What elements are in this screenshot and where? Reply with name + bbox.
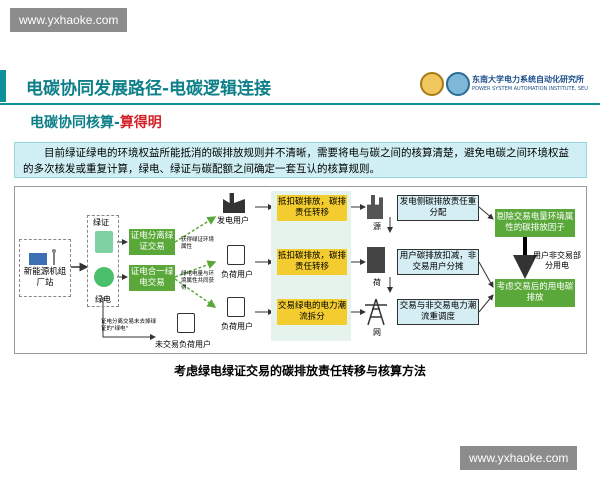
subtitle-part1: 电碳协同核算- [30,115,120,131]
box-deduct-2: 抵扣碳排放，碳排责任转移 [277,249,347,275]
lightning-icon [94,267,114,287]
note-unused: 证电分离交易未去掉绿证的"绿电" [101,319,157,332]
tag-load: 荷 [373,278,381,287]
intro-text: 目前绿证绿电的环境权益所能抵消的碳排放规则并不清晰，需要将电与碳之间的核算清楚，… [14,142,587,178]
university-seal-icon [420,72,444,96]
power-plant-icon [367,195,383,219]
unused-user-label: 未交易负荷用户 [155,340,211,349]
load-meter-icon [227,245,245,265]
tag-source: 源 [373,222,381,231]
box-emission-factor: 剔除交易电量环境属性的碳排放因子 [495,209,575,237]
box-user-deduct: 用户碳排放扣减，非交易用户分摊 [397,249,479,275]
header-divider [0,103,600,105]
note-nontrade: 用户非交易部分用电 [533,251,581,270]
flow-diagram: 新能源机组厂站 绿证 绿电 证电分离绿证交易 证电合一绿电交易 获得绿证环境属性… [14,186,587,354]
load-user-label: 负荷用户 [221,270,253,279]
diagram-caption: 考虑绿电绿证交易的碳排放责任转移与核算方法 [173,364,426,378]
box-gen-redistribute: 发电侧碳排放责任重分配 [397,195,479,221]
building-icon [367,247,385,273]
gen-user-label: 发电用户 [217,216,249,225]
transmission-tower-icon [365,299,387,325]
load-meter-icon-2 [227,297,245,317]
source-plant: 新能源机组厂站 [19,239,71,297]
institute-name: 东南大学电力系统自动化研究所 [472,75,584,84]
subtitle-part2: 算得明 [119,115,162,131]
green-cert-label: 绿证 [93,218,109,227]
cert-power-group [87,215,119,307]
section-subtitle: 电碳协同核算-算得明 [30,112,162,132]
box-cert-separate: 证电分离绿证交易 [129,229,175,255]
note-separate: 获得绿证环境属性 [181,237,215,250]
institute-logo-icon [446,72,470,96]
watermark-top: www.yxhaoke.com [10,8,128,32]
meter-icon [177,313,195,333]
green-power-label: 绿电 [95,295,111,304]
box-cert-combined: 证电合一绿电交易 [129,265,175,291]
watermark-bottom: www.yxhaoke.com [460,446,578,470]
institute-name-en: POWER SYSTEM AUTOMATION INSTITUTE, SEU [472,86,588,92]
box-post-trade-emission: 考虑交易后的用电碳排放 [495,279,575,307]
tag-grid: 网 [373,328,381,337]
box-flow-redispatch: 交易与非交易电力潮流重调度 [397,299,479,325]
box-deduct-1: 抵扣碳排放，碳排责任转移 [277,195,347,221]
box-flow-split: 交易绿电的电力潮流拆分 [277,299,347,325]
solar-wind-icon [29,249,56,265]
certificate-icon [95,231,113,253]
page-title: 电碳协同发展路径-电碳逻辑连接 [26,79,272,99]
source-label: 新能源机组厂站 [23,267,67,288]
load-user2-label: 负荷用户 [221,322,253,331]
note-combined: 绿电电量与环境属性共同获得 [181,271,215,291]
header-accent [0,70,6,102]
diagram-connectors [71,204,537,340]
